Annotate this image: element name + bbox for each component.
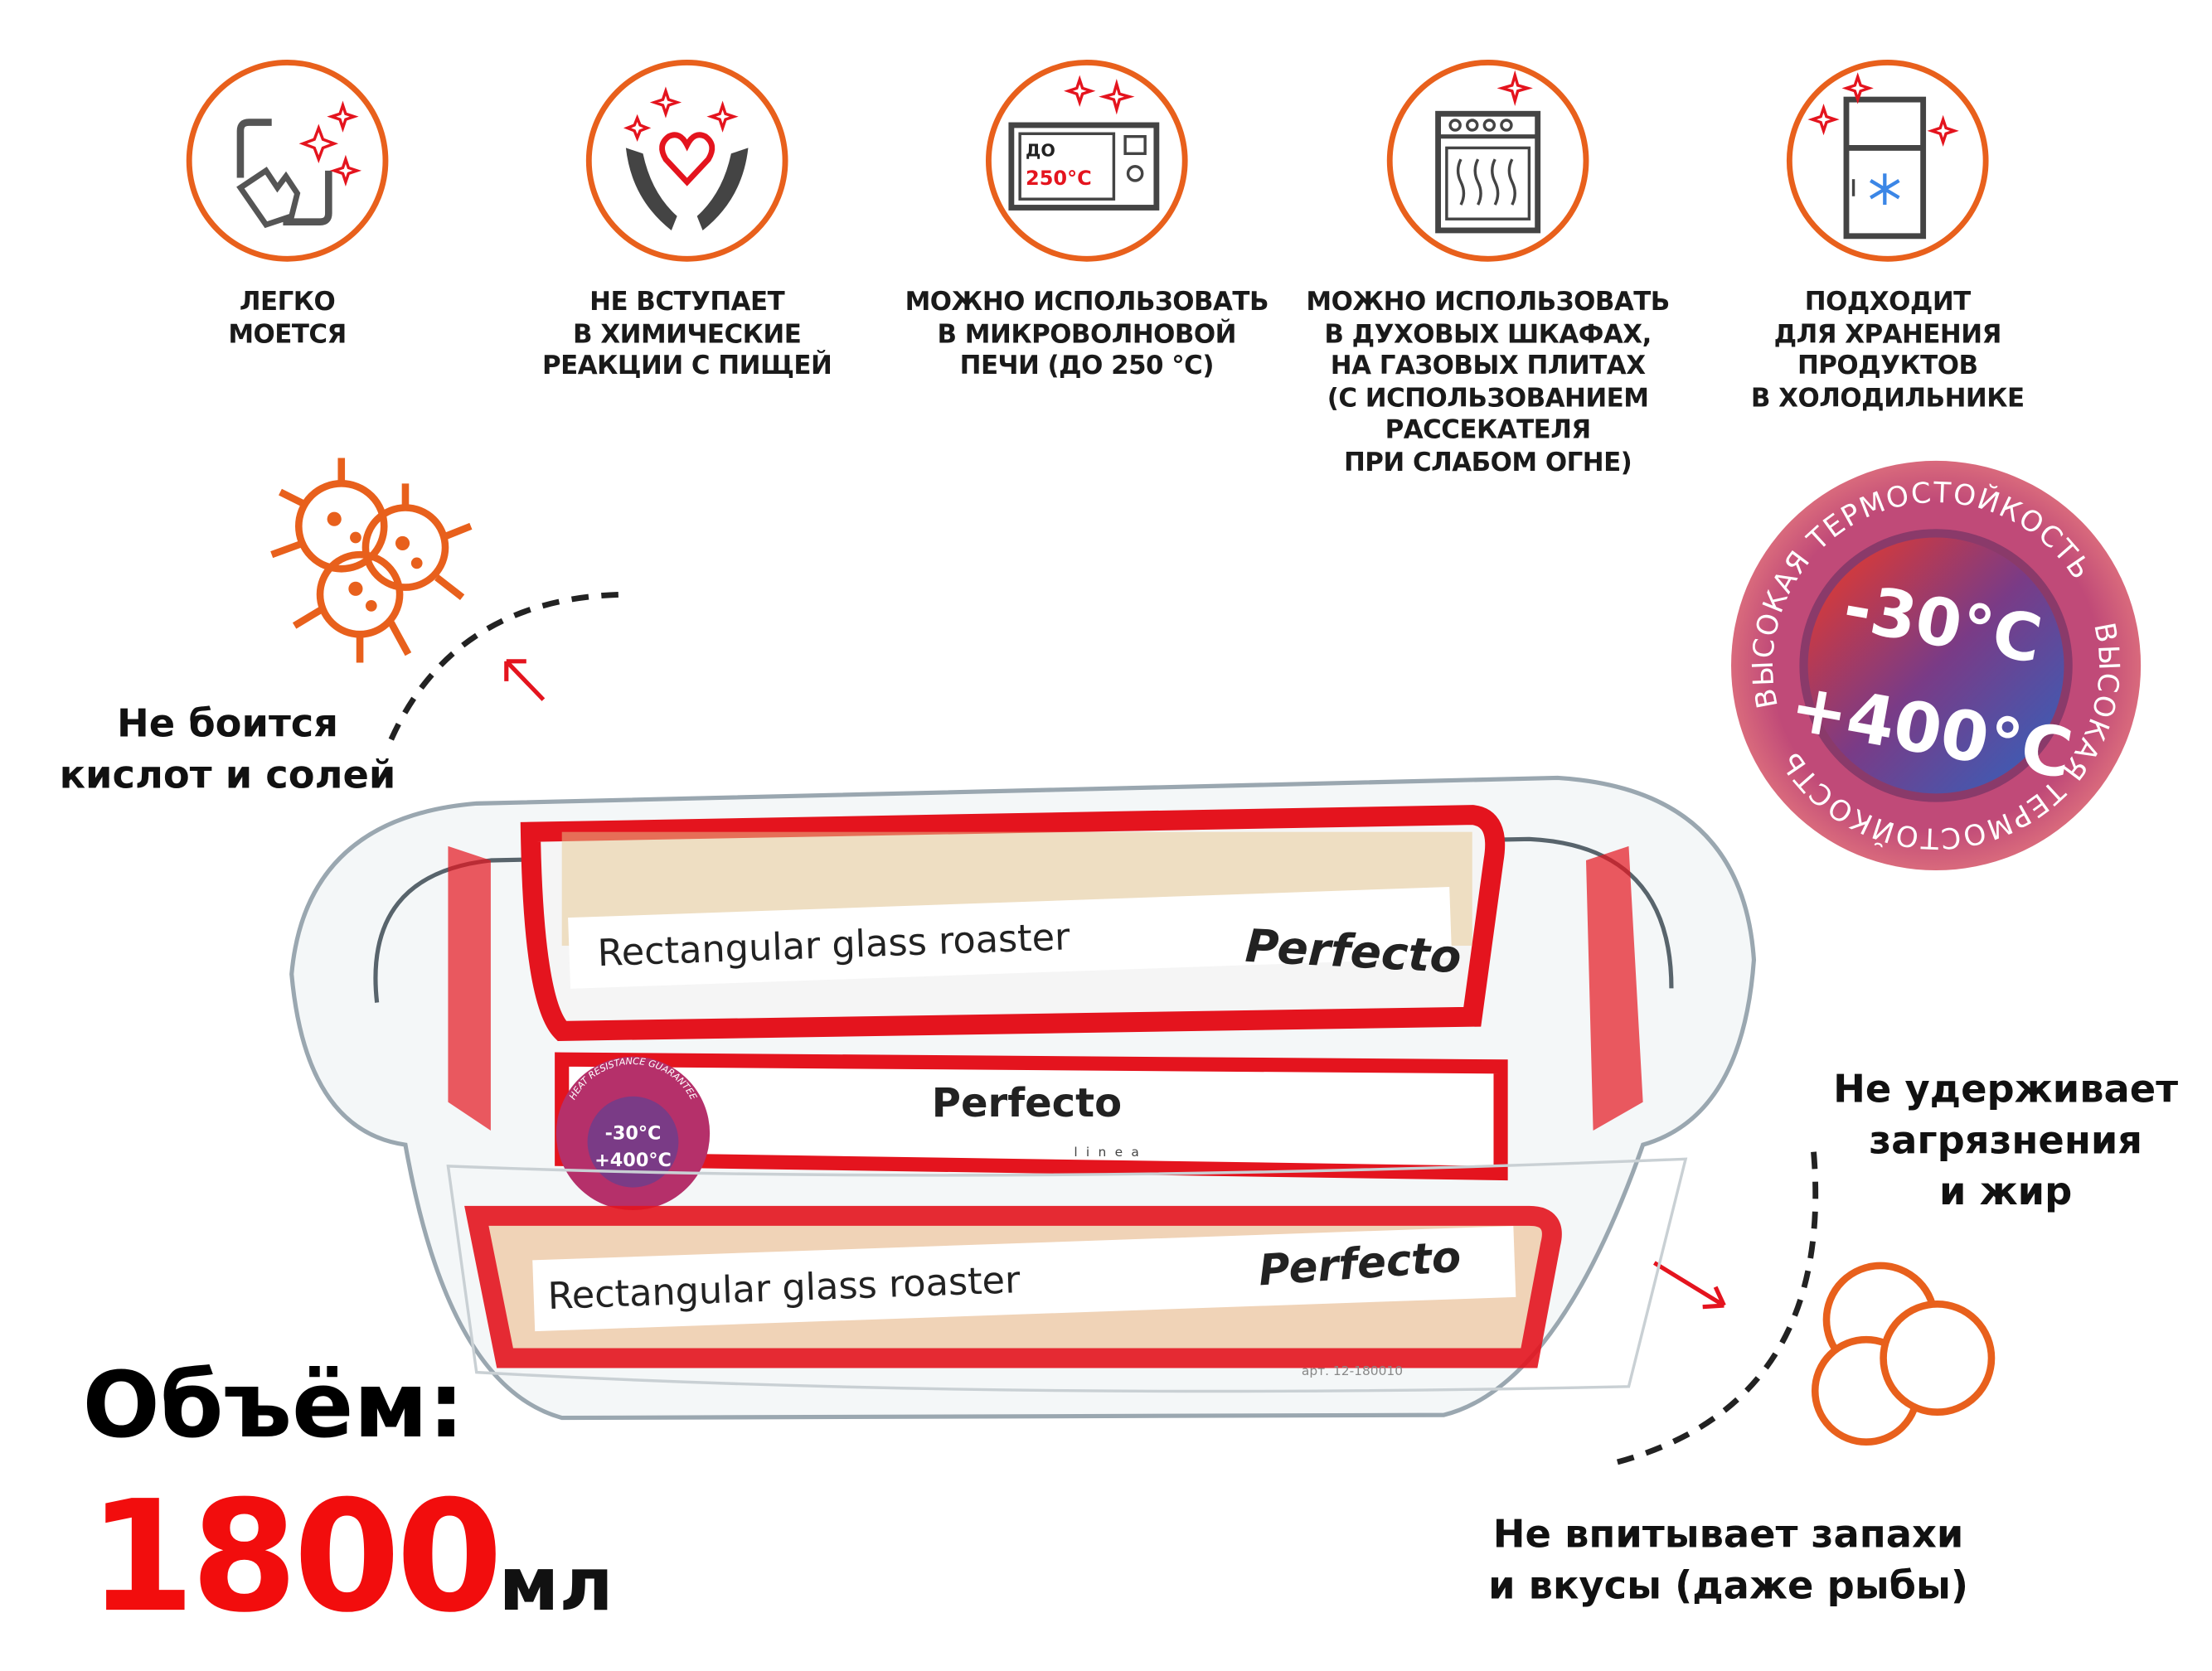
heat-resistance-badge: ВЫСОКАЯ ТЕРМОСТОЙКОСТЬ ВЫСОКАЯ ТЕРМОСТОЙ… [1731,460,2142,871]
feature-caption: НЕ ВСТУПАЕТ В ХИМИЧЕСКИЕ РЕАКЦИИ С ПИЩЕЙ [542,287,832,381]
sticker-max: +400°C [594,1150,672,1171]
feature-caption: ПОДХОДИТ ДЛЯ ХРАНЕНИЯ ПРОДУКТОВ В ХОЛОДИ… [1750,287,2025,414]
volume-label: Объём: [82,1354,465,1460]
grease-note: Не удерживает загрязнения и жир [1833,1068,2179,1215]
sticker-min: -30°C [605,1122,662,1144]
fridge-icon [1786,60,1989,262]
oven-icon [1386,60,1589,262]
microwave-icon: ДО 250°С [985,60,1188,262]
feature-no-reaction: НЕ ВСТУПАЕТ В ХИМИЧЕСКИЕ РЕАКЦИИ С ПИЩЕЙ [502,57,872,384]
odor-note: Не впитывает запахи и вкусы (даже рыбы) [1488,1513,1969,1609]
arrow-right-icon [1653,1261,1726,1310]
feature-caption: МОЖНО ИСПОЛЬЗОВАТЬ В ДУХОВЫХ ШКАФАХ, НА … [1306,287,1670,477]
bacteria-icon [270,458,473,663]
volume-unit: мл [498,1543,614,1629]
feature-easy-wash: ЛЕГКО МОЕТСЯ [103,57,473,351]
feature-caption: ЛЕГКО МОЕТСЯ [228,287,347,350]
brand-back: Perfecto [1244,919,1463,984]
hand-wiping-icon [186,60,389,262]
acid-note: Не боится кислот и солей [59,702,396,798]
brand-middle: Perfecto [932,1080,1122,1126]
arrow-left-icon [504,659,546,701]
circles-icon [1811,1262,1996,1446]
volume-number: 1800 [88,1469,502,1647]
glass-roaster-image: Rectangular glass roaster Perfecto Perfe… [289,775,1757,1421]
feature-microwave: ДО 250°С МОЖНО ИСПОЛЬЗОВАТЬ В МИКРОВОЛНО… [902,57,1272,384]
volume-value: 1800мл [88,1473,613,1670]
feature-fridge: ПОДХОДИТ ДЛЯ ХРАНЕНИЯ ПРОДУКТОВ В ХОЛОДИ… [1703,57,2073,415]
microwave-icon-label: ДО [1026,141,1055,161]
brand-sub: linea [1074,1145,1147,1160]
feature-oven: МОЖНО ИСПОЛЬЗОВАТЬ В ДУХОВЫХ ШКАФАХ, НА … [1303,57,1673,480]
dashed-arc-left [388,591,626,741]
microwave-icon-temp: 250°С [1026,167,1092,190]
hands-heart-icon [585,60,788,262]
dashed-arc-right [1606,1151,1819,1468]
article-number: арт. 12-180010 [1302,1363,1403,1378]
feature-caption: МОЖНО ИСПОЛЬЗОВАТЬ В МИКРОВОЛНОВОЙ ПЕЧИ … [905,287,1269,381]
